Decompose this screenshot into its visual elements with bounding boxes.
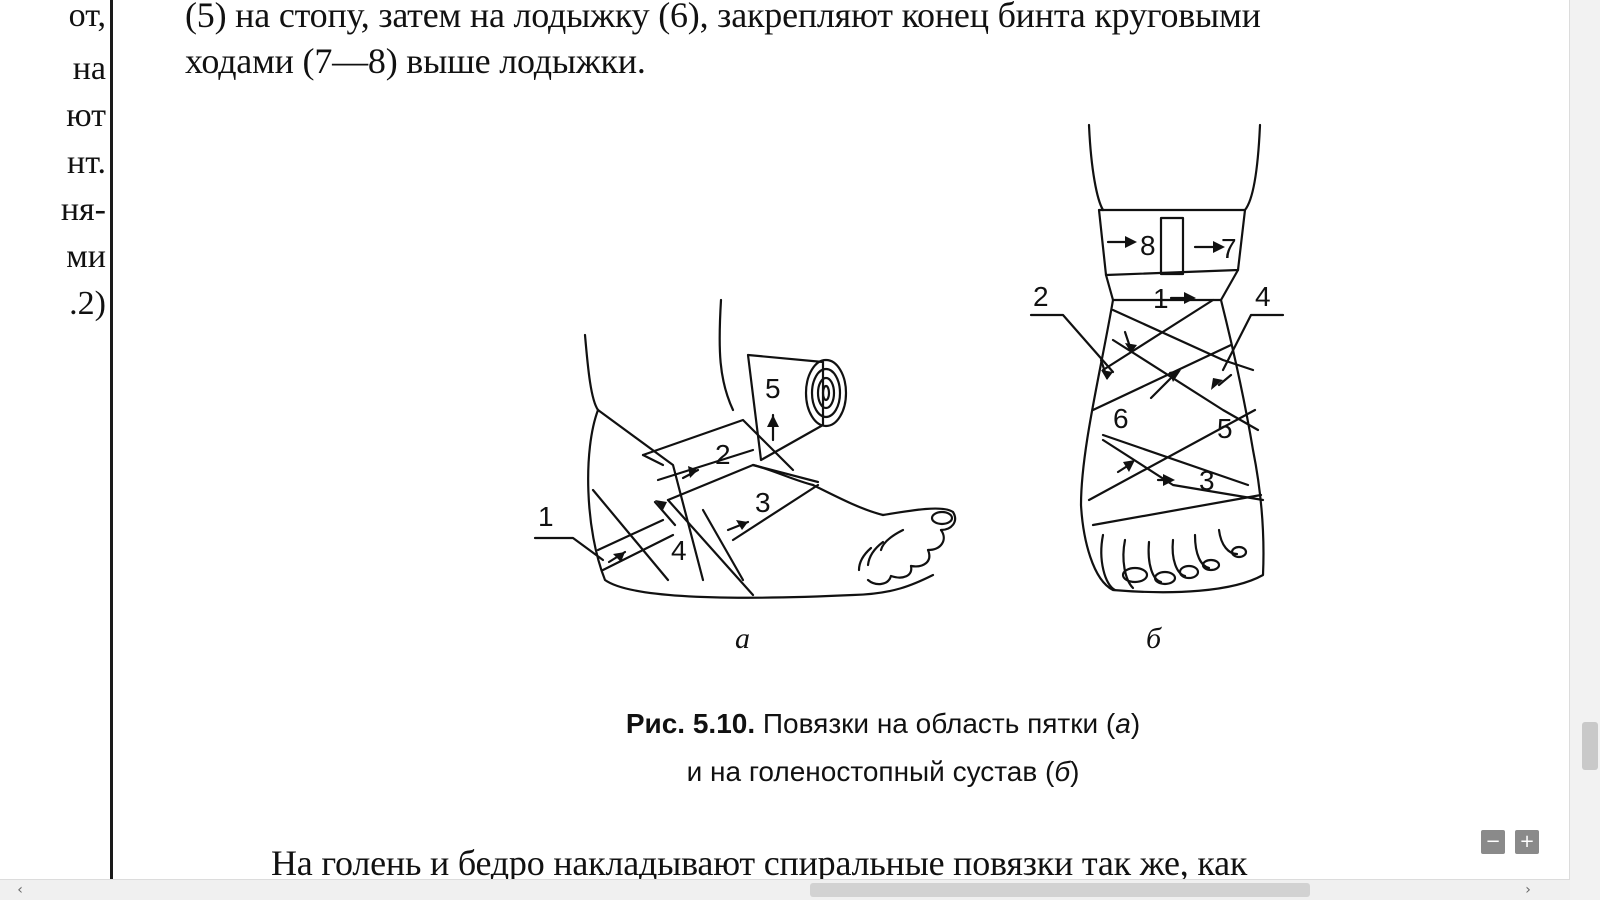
scroll-left-button[interactable]: ‹ (17, 882, 23, 898)
caption-paren: ) (1130, 708, 1141, 739)
label-3: 3 (1199, 465, 1215, 496)
caption-number: Рис. 5.10. (625, 708, 756, 739)
label-7: 7 (1221, 233, 1237, 264)
caption-text: Повязки на область пятки ( (755, 708, 1116, 739)
label-8: 8 (1140, 230, 1156, 261)
horizontal-scroll-thumb[interactable] (810, 883, 1310, 897)
document-page: (5) на стопу, затем на лодыжку (6), закр… (113, 0, 1550, 900)
label-4: 4 (671, 535, 687, 566)
left-text-line: ют (66, 97, 106, 134)
figure-5-10: 1 2 3 4 5 (413, 110, 1313, 690)
scroll-right-button[interactable]: › (1525, 882, 1531, 898)
figure-caption: Рис. 5.10. Повязки на область пятки (а) … (383, 700, 1383, 796)
figure-a-foot (533, 298, 957, 599)
left-page-fragment: от, на ют нт. ня- ми .2) (0, 0, 112, 900)
left-text-line: нт. (67, 144, 106, 181)
left-text-line: ми (66, 238, 106, 275)
caption-italic-b: б (1054, 756, 1071, 787)
paragraph-line: На голень и бедро накладывают спиральные… (271, 843, 1248, 883)
zoom-out-button[interactable]: − (1481, 830, 1505, 854)
label-3: 3 (755, 487, 771, 518)
paragraph-line: (5) на стопу, затем на лодыжку (6), закр… (185, 0, 1261, 35)
left-text-line: .2) (69, 285, 106, 322)
horizontal-scrollbar[interactable] (0, 879, 1570, 900)
label-5: 5 (1217, 413, 1233, 444)
left-text-line: от, (68, 0, 106, 34)
left-text-line: на (72, 50, 106, 87)
page-divider (110, 0, 113, 900)
paragraph-line: ходами (7—8) выше лодыжки. (185, 41, 646, 81)
figure-b-numbers: 8 7 1 2 4 6 5 3 (1033, 230, 1271, 496)
vertical-scroll-thumb[interactable] (1582, 722, 1598, 770)
subfigure-label-b: б (1146, 622, 1162, 655)
zoom-in-button[interactable]: + (1515, 830, 1539, 854)
caption-line-2: и на голеностопный сустав (б) (383, 748, 1383, 796)
label-2: 2 (715, 439, 731, 470)
label-5: 5 (765, 373, 781, 404)
label-4: 4 (1255, 281, 1271, 312)
left-text-line: ня- (60, 191, 106, 228)
figure-a-numbers: 1 2 3 4 5 (538, 373, 781, 566)
caption-text: и на голеностопный сустав ( (686, 756, 1055, 787)
label-2: 2 (1033, 281, 1049, 312)
vertical-scrollbar[interactable] (1569, 0, 1600, 900)
caption-line-1: Рис. 5.10. Повязки на область пятки (а) (383, 700, 1383, 748)
subfigure-label-a: а (735, 622, 750, 655)
bandage-illustration: 1 2 3 4 5 (533, 123, 1285, 599)
label-6: 6 (1113, 403, 1129, 434)
label-1: 1 (1153, 283, 1169, 314)
caption-italic-a: а (1115, 708, 1131, 739)
figure-b-foot (1029, 123, 1285, 594)
caption-paren: ) (1070, 756, 1080, 787)
label-1: 1 (538, 501, 554, 532)
